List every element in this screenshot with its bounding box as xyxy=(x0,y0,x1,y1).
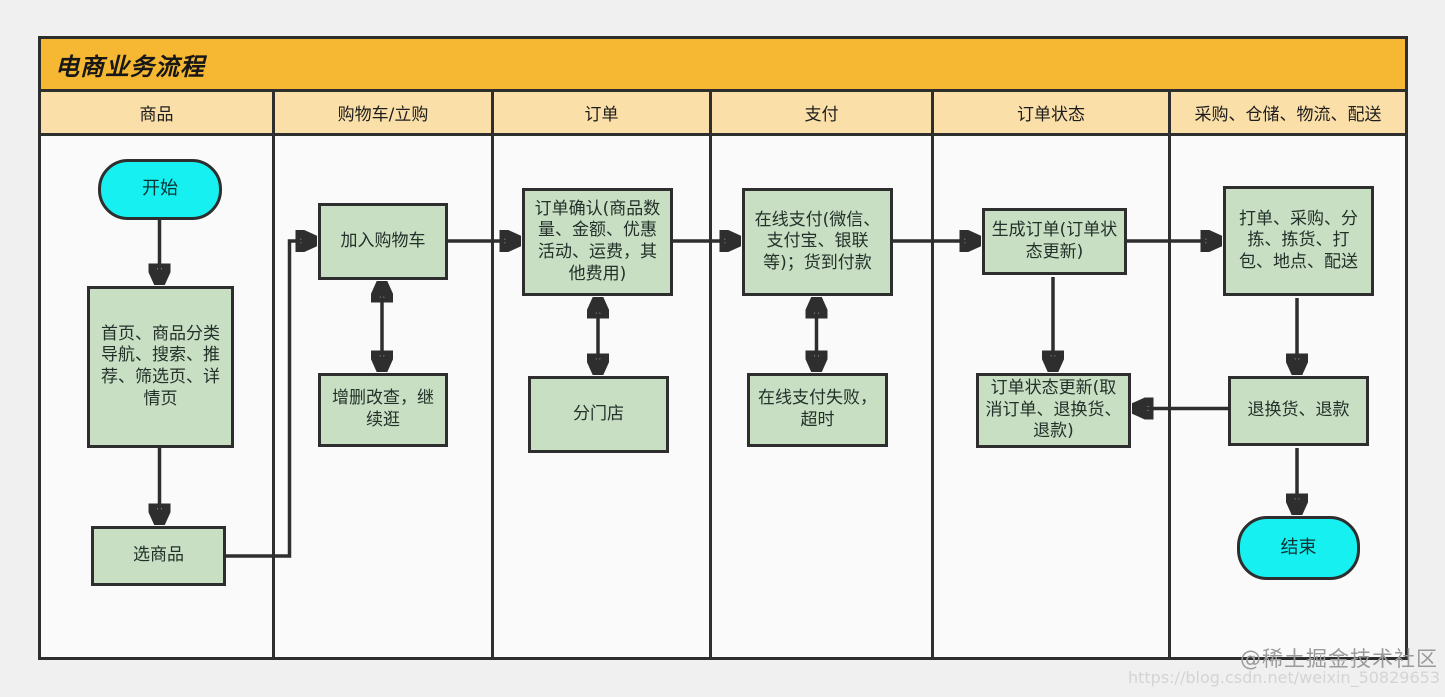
lane-header-row: 商品 购物车/立购 订单 支付 订单状态 采购、仓储、物流、配送 xyxy=(41,92,1405,136)
swimlane-frame: 电商业务流程 商品 购物车/立购 订单 支付 订单状态 采购、仓储、物流、配送 xyxy=(38,36,1408,660)
lane-divider xyxy=(709,136,712,657)
lane-header-logistics: 采购、仓储、物流、配送 xyxy=(1194,105,1382,125)
lane-header-products: 商品 xyxy=(41,92,275,133)
node-cart-crud: 增删改查，继续逛 xyxy=(318,373,448,447)
node-order-confirm: 订单确认(商品数量、金额、优惠活动、运费，其他费用) xyxy=(522,188,673,296)
node-end: 结束 xyxy=(1237,516,1360,580)
lane-header-orderstatus: 订单状态 xyxy=(934,92,1171,133)
lane-header-payment: 支付 xyxy=(712,92,934,133)
node-split-store: 分门店 xyxy=(528,376,669,453)
node-pay-online: 在线支付(微信、支付宝、银联等)；货到付款 xyxy=(742,188,893,296)
lane-divider xyxy=(1168,136,1171,657)
lane-header-cart: 购物车/立购 xyxy=(275,92,494,133)
node-pick-product: 选商品 xyxy=(91,526,226,586)
lane-divider xyxy=(931,136,934,657)
watermark-url: https://blog.csdn.net/weixin_50829653 xyxy=(1127,668,1440,687)
page-title: 电商业务流程 xyxy=(55,52,205,81)
node-fulfillment: 打单、采购、分拣、拣货、打包、地点、配送 xyxy=(1223,186,1374,296)
node-add-to-cart: 加入购物车 xyxy=(318,203,448,280)
lane-body xyxy=(41,136,1405,657)
watermark-community: @稀土掘金技术社区 xyxy=(1240,647,1438,671)
lane-divider xyxy=(272,136,275,657)
node-pay-fail: 在线支付失败，超时 xyxy=(747,373,888,447)
lane-header-order: 订单 xyxy=(494,92,712,133)
node-browse-pages: 首页、商品分类导航、搜索、推荐、筛选页、详情页 xyxy=(87,286,234,448)
node-status-update: 订单状态更新(取消订单、退换货、退款) xyxy=(976,373,1131,448)
title-band: 电商业务流程 xyxy=(41,39,1405,92)
node-returns-refund: 退换货、退款 xyxy=(1228,376,1369,446)
lane-divider xyxy=(491,136,494,657)
node-start: 开始 xyxy=(98,159,222,220)
node-generate-order: 生成订单(订单状态更新) xyxy=(982,208,1127,275)
